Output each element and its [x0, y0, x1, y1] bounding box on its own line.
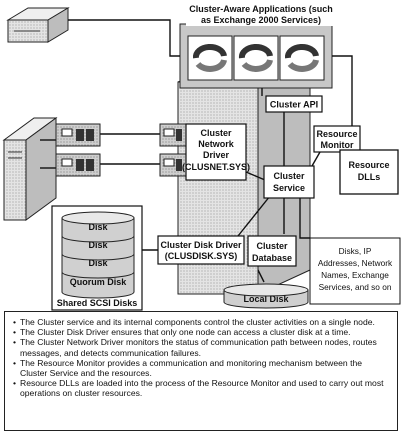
- disk-driver-line2: (CLUSDISK.SYS): [165, 251, 238, 261]
- network-driver-line2: Network: [198, 139, 235, 149]
- resource-dlls-line2: DLLs: [358, 172, 381, 182]
- disk-2-label: Disk: [88, 240, 108, 250]
- resources-line1: Disks, IP: [339, 246, 372, 256]
- local-node-server-icon: [2, 117, 58, 221]
- shared-scsi-disks-group: Disk Disk Disk Quorum Disk Shared SCSI D…: [51, 205, 143, 311]
- local-disk-icon: Local Disk: [223, 283, 309, 309]
- note-item: The Resource Monitor provides a communic…: [13, 358, 391, 378]
- cluster-database-line2: Database: [252, 253, 292, 263]
- cluster-api-box: Cluster API: [265, 95, 323, 113]
- network-driver-line1: Cluster: [200, 128, 232, 138]
- resources-line4: Services, and so on: [319, 282, 392, 292]
- cluster-disk-driver-box: Cluster Disk Driver (CLUSDISK.SYS): [157, 235, 245, 265]
- nic-icon-local-1: [55, 123, 101, 147]
- remote-node-server-icon: [6, 7, 70, 43]
- quorum-disk-label: Quorum Disk: [70, 277, 128, 287]
- app-process-icon-2: [233, 35, 279, 81]
- cluster-aware-apps-panel: Cluster-Aware Applications (such as Exch…: [179, 2, 336, 89]
- resources-line2: Addresses, Network: [318, 258, 393, 268]
- local-disk-label: Local Disk: [243, 294, 289, 304]
- note-item: The Cluster service and its internal com…: [13, 317, 391, 327]
- cluster-network-driver-box: Cluster Network Driver (CLUSNET.SYS): [182, 123, 250, 181]
- cluster-service-box: Cluster Service: [263, 165, 315, 199]
- resource-monitor-line1: Resource: [316, 129, 357, 139]
- cluster-api-label: Cluster API: [270, 100, 318, 110]
- cluster-service-line2: Service: [273, 183, 305, 193]
- resource-monitor-box: Resource Monitor: [313, 125, 361, 153]
- nic-icon-node-1: [159, 123, 187, 147]
- disk-3-label: Disk: [88, 258, 108, 268]
- resource-monitor-line2: Monitor: [321, 140, 354, 150]
- cluster-service-line1: Cluster: [273, 171, 305, 181]
- app-process-icon-3: [279, 35, 325, 81]
- resources-box: Disks, IP Addresses, Network Names, Exch…: [309, 237, 401, 305]
- notes-box: The Cluster service and its internal com…: [4, 311, 398, 431]
- app-process-icon-1: [187, 35, 233, 81]
- apps-title-line1: Cluster-Aware Applications (such: [189, 4, 333, 14]
- cluster-database-box: Cluster Database: [247, 235, 297, 267]
- note-item: The Cluster Disk Driver ensures that onl…: [13, 327, 391, 337]
- network-driver-line4: (CLUSNET.SYS): [182, 162, 250, 172]
- disk-driver-line1: Cluster Disk Driver: [160, 240, 242, 250]
- resource-dlls-line1: Resource: [348, 160, 389, 170]
- nic-icon-local-2: [55, 153, 101, 177]
- shared-scsi-disks-label: Shared SCSI Disks: [57, 298, 138, 308]
- note-item: Resource DLLs are loaded into the proces…: [13, 378, 391, 398]
- resources-line3: Names, Exchange: [321, 270, 389, 280]
- resource-dlls-box: Resource DLLs: [339, 149, 399, 195]
- disk-stack: [61, 211, 135, 299]
- disk-1-label: Disk: [88, 222, 108, 232]
- note-item: The Cluster Network Driver monitors the …: [13, 337, 391, 357]
- cluster-database-line1: Cluster: [256, 241, 288, 251]
- network-driver-line3: Driver: [203, 150, 230, 160]
- apps-title-line2: as Exchange 2000 Services): [201, 15, 321, 25]
